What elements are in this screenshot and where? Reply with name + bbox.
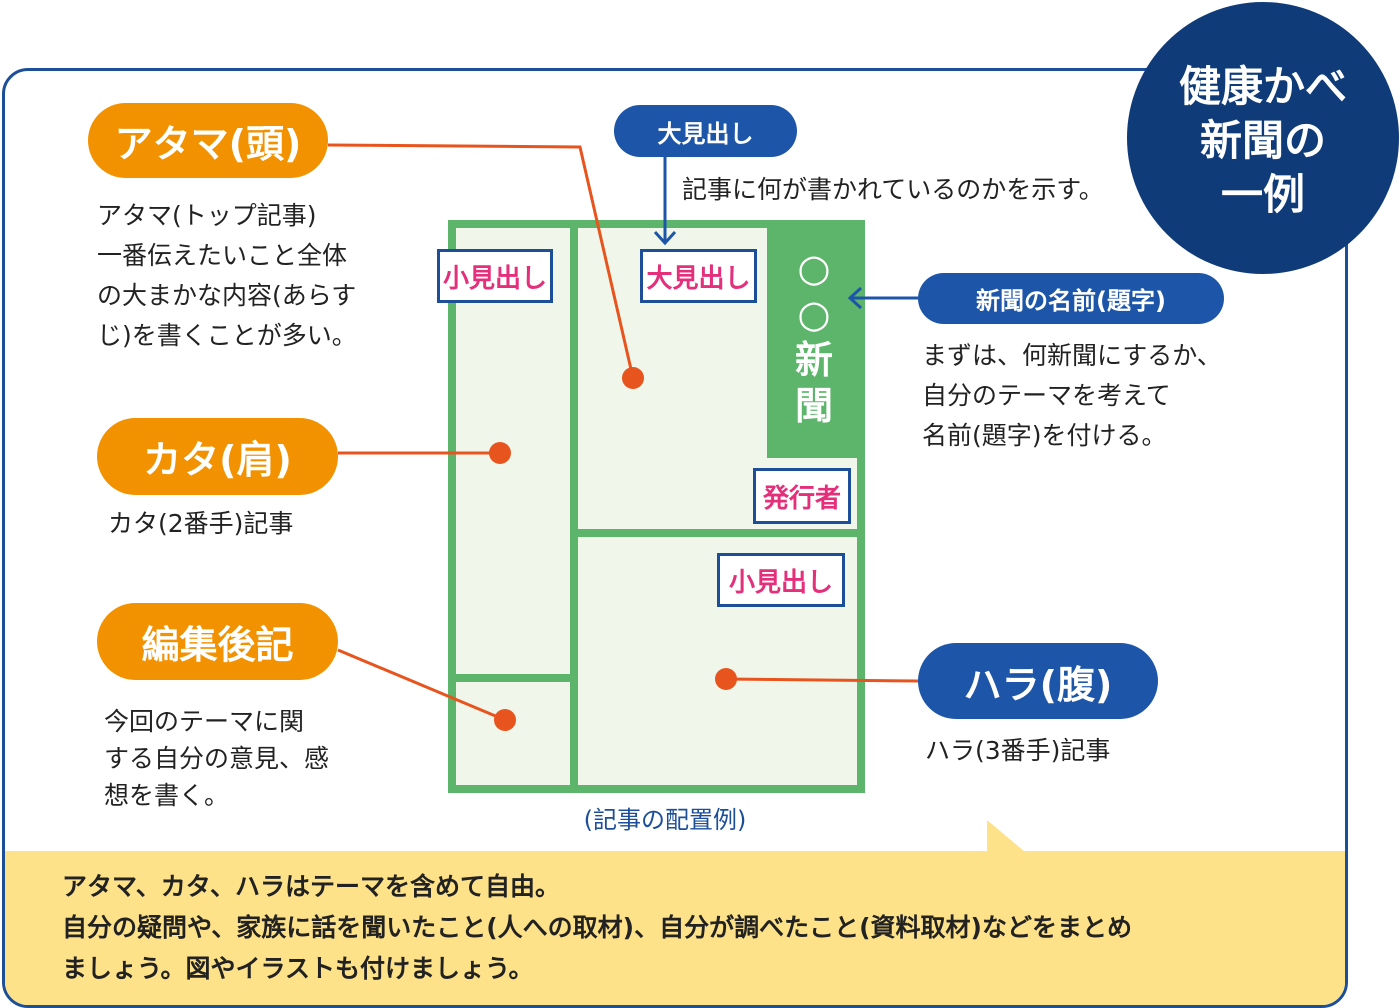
name-char: ○ [797, 292, 831, 336]
desc-line: 一番伝えたいこと全体 [97, 241, 348, 270]
desc-line: 名前(題字)を付ける。 [922, 421, 1167, 450]
hara-connector [725, 677, 919, 683]
note-background [5, 851, 1345, 1005]
note-line: アタマ、カタ、ハラはテーマを含めて自由。 [62, 872, 561, 901]
henshu-description: 今回のテーマに関 する自分の意見、感 想を書く。 [104, 703, 329, 814]
atama-description: アタマ(トップ記事) 一番伝えたいこと全体 の大まかな内容(あらす じ)を書くこ… [97, 196, 357, 356]
note-line: ましょう。図やイラストも付けましょう。 [62, 954, 534, 983]
desc-line: 想を書く。 [104, 781, 230, 810]
publisher-box: 発行者 [753, 468, 851, 524]
layout-caption: (記事の配置例) [583, 806, 747, 834]
komidashi-right-box: 小見出し [717, 553, 845, 607]
kata-label: カタ(肩) [97, 418, 338, 495]
title-line3: 一例 [1220, 170, 1305, 219]
desc-line: じ)を書くことが多い。 [97, 321, 357, 350]
desc-line: の大まかな内容(あらす [97, 281, 357, 310]
desc-line: アタマ(トップ記事) [97, 201, 317, 230]
title-badge: 健康かべ 新聞の 一例 [1127, 2, 1399, 274]
name-char: 新 [794, 338, 833, 382]
bottom-note: アタマ、カタ、ハラはテーマを含めて自由。 自分の疑問や、家族に話を聞いたこと(人… [62, 866, 1132, 989]
note-pointer [987, 820, 1025, 852]
newspaper-name: ○ ○ 新 聞 [767, 245, 861, 429]
desc-line: 今回のテーマに関 [104, 707, 305, 736]
komidashi-left-box: 小見出し [437, 249, 553, 303]
henshu-dot [494, 709, 516, 731]
hara-description: ハラ(3番手)記事 [925, 736, 1111, 765]
note-line: 自分の疑問や、家族に話を聞いたこと(人への取材)、自分が調べたこと(資料取材)な… [62, 913, 1132, 942]
title-line1: 健康かべ [1178, 62, 1347, 111]
kata-dot [489, 442, 511, 464]
name-char: 聞 [794, 384, 833, 428]
desc-line: まずは、何新聞にするか、 [922, 341, 1222, 370]
hara-dot [715, 668, 737, 690]
omidashi-label: 大見出し [614, 105, 797, 157]
henshu-connector [337, 648, 506, 722]
newspaper-name-block [767, 228, 861, 458]
name-char: ○ [797, 246, 831, 290]
daiji-description: まずは、何新聞にするか、 自分のテーマを考えて 名前(題字)を付ける。 [922, 336, 1222, 456]
title-line2: 新聞の [1199, 116, 1326, 165]
atama-label: アタマ(頭) [88, 103, 328, 178]
omidashi-description: 記事に何が書かれているのかを示す。 [682, 175, 1104, 204]
hara-label: ハラ(腹) [918, 643, 1158, 719]
desc-line: 自分のテーマを考えて [922, 381, 1171, 410]
atama-connector [327, 143, 635, 379]
henshu-label: 編集後記 [97, 603, 338, 680]
kata-description: カタ(2番手)記事 [108, 509, 294, 538]
atama-dot [622, 367, 644, 389]
desc-line: する自分の意見、感 [104, 744, 330, 773]
omidashi-box: 大見出し [640, 249, 757, 303]
daiji-label: 新聞の名前(題字) [918, 273, 1224, 324]
